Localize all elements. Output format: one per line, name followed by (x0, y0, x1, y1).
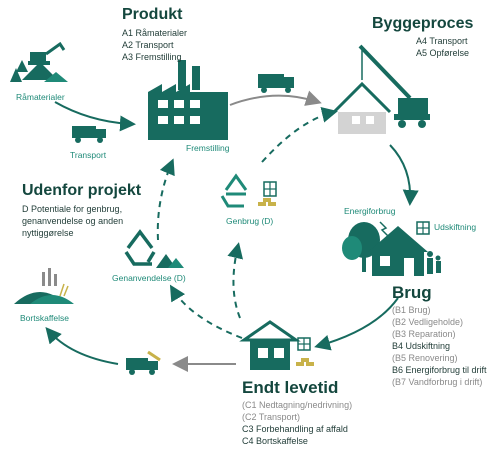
produkt-list: A1 Råmaterialer A2 Transport A3 Fremstil… (122, 27, 187, 63)
demolition-icon (239, 320, 314, 370)
construction-icon (332, 44, 430, 134)
arrow-reuse-to-construction (261, 106, 338, 163)
label-ramaterialer: Råmaterialer (16, 92, 65, 102)
byggeproces-title: Byggeproces (372, 15, 474, 32)
use-phase-icon (342, 221, 441, 276)
endt-item: C3 Forbehandling af affald (242, 424, 348, 434)
disposal-icon (14, 268, 74, 304)
arrow-use-to-endoflife (314, 297, 399, 351)
label-bortskaffelse: Bortskaffelse (20, 313, 69, 323)
label-fremstilling: Fremstilling (186, 143, 230, 153)
arrow-recycling-to-factory (156, 158, 175, 241)
label-energiforbrug: Energiforbrug (344, 206, 396, 216)
produkt-item: A1 Råmaterialer (122, 28, 188, 38)
brug-list: (B1 Brug) (B2 Vedligeholde) (B3 Reparati… (392, 304, 487, 388)
endt-list: (C1 Nedtagning/nedrivning) (C2 Transport… (242, 399, 352, 447)
udenfor-title: Udenfor projekt (22, 182, 142, 199)
arrow-construction-to-use (389, 144, 419, 206)
arrow-factory-to-construction (229, 90, 322, 106)
byggeproces-list: A4 Transport A5 Opførelse (416, 35, 469, 59)
factory-icon (148, 60, 228, 140)
brug-title: Brug (392, 283, 432, 302)
udenfor-text: D Potentiale for genbrug, genanvendelse … (22, 204, 124, 238)
endt-item: (C1 Nedtagning/nedrivning) (242, 400, 353, 410)
label-udskiftning: Udskiftning (434, 222, 477, 232)
brug-item: (B2 Vedligeholde) (392, 317, 464, 327)
byggeproces-item: A5 Opførelse (416, 48, 470, 58)
endt-title: Endt levetid (242, 378, 339, 397)
byggeproces-item: A4 Transport (416, 36, 468, 46)
brug-item: (B1 Brug) (392, 305, 431, 315)
brug-item: (B5 Renovering) (392, 353, 458, 363)
arrow-raw-to-factory (54, 101, 136, 132)
brug-item: B4 Udskiftning (392, 341, 451, 351)
label-transport: Transport (70, 150, 107, 160)
recycling-icon (124, 229, 184, 268)
truck-icon-raw-transport (72, 126, 106, 143)
label-genbrug: Genbrug (D) (226, 216, 274, 226)
arrow-transport-to-disposal (45, 326, 119, 365)
endt-item: C4 Bortskaffelse (242, 436, 308, 446)
label-genanvendelse: Genanvendelse (D) (112, 273, 186, 283)
brug-item: B6 Energiforbrug til drift (392, 365, 487, 375)
endt-item: (C2 Transport) (242, 412, 301, 422)
produkt-item: A2 Transport (122, 40, 174, 50)
arrow-endoflife-to-recycling (169, 284, 243, 339)
raw-materials-icon (10, 41, 68, 82)
brug-item: (B3 Reparation) (392, 329, 456, 339)
arrow-endoflife-to-reuse (227, 242, 244, 319)
truck-icon-end-transport (126, 350, 161, 375)
produkt-title: Produkt (122, 6, 183, 23)
brug-item: (B7 Vandforbrug i drift) (392, 377, 483, 387)
produkt-item: A3 Fremstilling (122, 52, 182, 62)
reuse-icon (220, 173, 277, 208)
truck-icon-site-transport (258, 74, 294, 93)
